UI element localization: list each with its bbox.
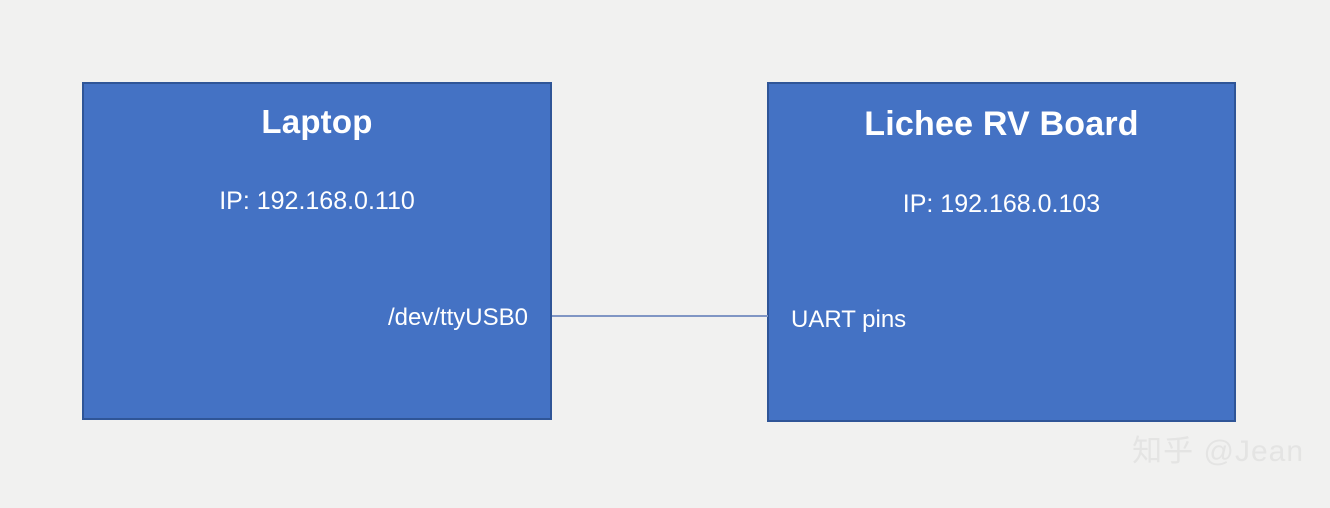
- node-board-title: Lichee RV Board: [864, 105, 1139, 143]
- watermark: 知乎 @Jean: [1132, 435, 1304, 468]
- node-laptop-ip: IP: 192.168.0.110: [219, 187, 415, 215]
- node-laptop-title: Laptop: [261, 103, 373, 140]
- node-laptop[interactable]: Laptop IP: 192.168.0.110 /dev/ttyUSB0: [82, 82, 552, 420]
- node-laptop-port-label: /dev/ttyUSB0: [387, 304, 528, 331]
- node-lichee-rv-board[interactable]: Lichee RV Board IP: 192.168.0.103 UART p…: [767, 82, 1236, 422]
- connector-line-laptop-to-board: [552, 315, 768, 317]
- node-board-ip: IP: 192.168.0.103: [902, 190, 1101, 218]
- node-board-port-label: UART pins: [791, 306, 907, 333]
